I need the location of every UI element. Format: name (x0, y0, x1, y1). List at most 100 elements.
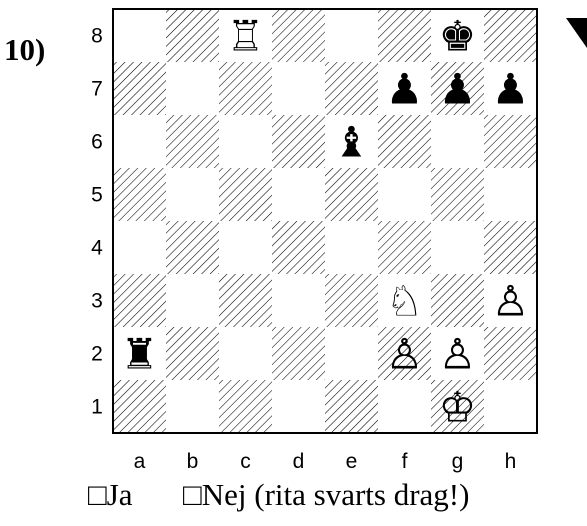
square-f3[interactable] (378, 274, 431, 327)
square-c8[interactable] (219, 9, 272, 62)
black-pawn-f7-icon[interactable]: ♟ (386, 65, 424, 114)
square-b7[interactable] (166, 62, 219, 115)
file-label-e: e (346, 450, 358, 473)
square-h8[interactable] (484, 9, 537, 62)
puzzle-number: 10) (4, 32, 45, 67)
file-label-h: h (505, 450, 517, 473)
square-a3[interactable] (113, 274, 166, 327)
square-g1[interactable] (431, 380, 484, 433)
square-h4[interactable] (484, 221, 537, 274)
square-b5[interactable] (166, 168, 219, 221)
square-a2[interactable] (113, 327, 166, 380)
white-king-g1-icon[interactable]: ♔ (439, 383, 477, 432)
square-g5[interactable] (431, 168, 484, 221)
black-pawn-h7-icon[interactable]: ♟ (492, 65, 530, 114)
board (113, 9, 537, 433)
square-h3[interactable] (484, 274, 537, 327)
square-e6[interactable] (325, 115, 378, 168)
square-d5[interactable] (272, 168, 325, 221)
square-g8[interactable] (431, 9, 484, 62)
file-label-g: g (452, 450, 464, 473)
square-b4[interactable] (166, 221, 219, 274)
square-f4[interactable] (378, 221, 431, 274)
square-d2[interactable] (272, 327, 325, 380)
square-c5[interactable] (219, 168, 272, 221)
black-rook-a2-icon[interactable]: ♜ (121, 330, 159, 379)
square-f8[interactable] (378, 9, 431, 62)
file-label-f: f (402, 450, 408, 473)
square-b8[interactable] (166, 9, 219, 62)
svg-text:□Nej (rita svarts drag!): □Nej (rita svarts drag!) (183, 477, 469, 512)
svg-text:□Ja: □Ja (88, 477, 133, 512)
square-b6[interactable] (166, 115, 219, 168)
square-h2[interactable] (484, 327, 537, 380)
square-e5[interactable] (325, 168, 378, 221)
square-h1[interactable] (484, 380, 537, 433)
square-a4[interactable] (113, 221, 166, 274)
square-d7[interactable] (272, 62, 325, 115)
square-a7[interactable] (113, 62, 166, 115)
square-a5[interactable] (113, 168, 166, 221)
square-e4[interactable] (325, 221, 378, 274)
file-label-c: c (240, 450, 251, 473)
rank-label-5: 5 (91, 184, 103, 207)
square-d8[interactable] (272, 9, 325, 62)
rank-label-7: 7 (91, 78, 103, 101)
file-label-a: a (134, 450, 146, 473)
yes-checkbox[interactable]: □ (88, 477, 107, 512)
square-d6[interactable] (272, 115, 325, 168)
square-a6[interactable] (113, 115, 166, 168)
square-d3[interactable] (272, 274, 325, 327)
square-c1[interactable] (219, 380, 272, 433)
square-e7[interactable] (325, 62, 378, 115)
square-h5[interactable] (484, 168, 537, 221)
square-a8[interactable] (113, 9, 166, 62)
square-g7[interactable] (431, 62, 484, 115)
square-g3[interactable] (431, 274, 484, 327)
square-g2[interactable] (431, 327, 484, 380)
square-f5[interactable] (378, 168, 431, 221)
square-e1[interactable] (325, 380, 378, 433)
square-f6[interactable] (378, 115, 431, 168)
file-label-d: d (293, 450, 305, 473)
white-pawn-h3-icon[interactable]: ♙ (492, 277, 530, 326)
black-pawn-g7-icon[interactable]: ♟ (439, 65, 477, 114)
white-pawn-g2-icon[interactable]: ♙ (439, 330, 477, 379)
square-b2[interactable] (166, 327, 219, 380)
board-border (112, 8, 538, 434)
square-c6[interactable] (219, 115, 272, 168)
square-c7[interactable] (219, 62, 272, 115)
square-g4[interactable] (431, 221, 484, 274)
square-b1[interactable] (166, 380, 219, 433)
no-checkbox[interactable]: □ (183, 477, 202, 512)
no-label: Nej (rita svarts drag!) (202, 477, 470, 512)
square-c2[interactable] (219, 327, 272, 380)
rank-label-8: 8 (91, 25, 103, 48)
square-c3[interactable] (219, 274, 272, 327)
square-d4[interactable] (272, 221, 325, 274)
square-g6[interactable] (431, 115, 484, 168)
square-b3[interactable] (166, 274, 219, 327)
pieces: ♖♚♟♟♟♝♘♙♜♙♙♔ (121, 12, 530, 432)
square-f2[interactable] (378, 327, 431, 380)
square-d1[interactable] (272, 380, 325, 433)
side-to-move-marker (566, 18, 587, 48)
rank-label-2: 2 (91, 343, 103, 366)
white-knight-f3-icon[interactable]: ♘ (386, 277, 424, 326)
square-f7[interactable] (378, 62, 431, 115)
square-e3[interactable] (325, 274, 378, 327)
white-rook-c8-icon[interactable]: ♖ (227, 12, 265, 61)
square-h6[interactable] (484, 115, 537, 168)
square-f1[interactable] (378, 380, 431, 433)
white-pawn-f2-icon[interactable]: ♙ (386, 330, 424, 379)
black-king-g8-icon[interactable]: ♚ (439, 12, 477, 61)
square-e8[interactable] (325, 9, 378, 62)
square-h7[interactable] (484, 62, 537, 115)
square-a1[interactable] (113, 380, 166, 433)
square-c4[interactable] (219, 221, 272, 274)
black-bishop-e6-icon[interactable]: ♝ (333, 118, 371, 167)
square-e2[interactable] (325, 327, 378, 380)
